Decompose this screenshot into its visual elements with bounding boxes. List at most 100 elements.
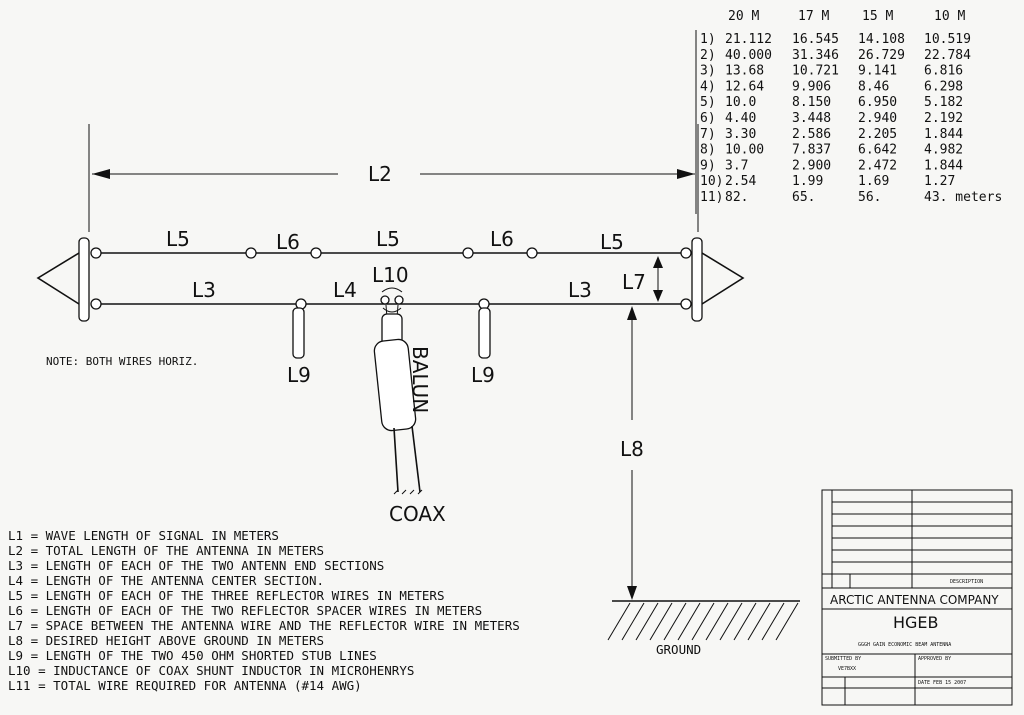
table-header-10m: 10 M — [934, 9, 965, 24]
coax-end-break — [393, 489, 423, 495]
ground-hatch-line — [677, 602, 701, 641]
coax-cable — [411, 425, 421, 493]
reflector-insulator — [526, 247, 538, 259]
table-cell: 3.448 — [792, 111, 831, 126]
label-l5: L5 — [376, 227, 400, 251]
table-cell: 1.844 — [924, 158, 963, 173]
diagram-labels: L5 L6 L5 L6 L5 L3 L4 L10 L3 L7 L9 L9 BAL… — [46, 227, 646, 526]
table-cell: 2.940 — [858, 111, 897, 126]
table-row-number: 10) — [700, 174, 723, 189]
table-cell: 1.69 — [858, 174, 889, 189]
l8-dimension: L8 — [620, 306, 644, 600]
left-end-tie — [36, 252, 80, 305]
table-cell: 21.112 — [725, 32, 772, 47]
feedpoint-insulator — [380, 295, 390, 305]
right-end-tie — [701, 252, 745, 305]
table-row-number: 4) — [700, 79, 716, 94]
table-cell: 12.64 — [725, 79, 764, 94]
reflector-insulator — [245, 247, 257, 259]
table-cell: 8.150 — [792, 95, 831, 110]
submitted-by-label: SUBMITTED BY — [825, 656, 861, 662]
l2-arrowhead-left — [92, 169, 110, 179]
stub-line-left — [292, 307, 305, 359]
table-cell: 43. meters — [924, 190, 1002, 205]
label-l9: L9 — [471, 363, 495, 387]
ground-hatch-line — [705, 602, 729, 641]
table-cell: 9.906 — [792, 79, 831, 94]
drawing-title: HGEB — [893, 613, 939, 632]
table-cell: 82. — [725, 190, 748, 205]
description-label: DESCRIPTION — [950, 579, 983, 585]
table-cell: 1.844 — [924, 127, 963, 142]
label-l3: L3 — [568, 278, 592, 302]
right-spreader — [691, 237, 703, 322]
coax-label: COAX — [389, 502, 446, 526]
label-l5: L5 — [600, 230, 624, 254]
company-name: ARCTIC ANTENNA COMPANY — [830, 593, 999, 607]
ground-hatch-line — [691, 602, 715, 641]
table-row-number: 2) — [700, 48, 716, 63]
table-cell: 6.298 — [924, 79, 963, 94]
legend-line: L7 = SPACE BETWEEN THE ANTENNA WIRE AND … — [8, 618, 520, 633]
legend-line: L9 = LENGTH OF THE TWO 450 OHM SHORTED S… — [8, 648, 377, 663]
table-cell: 2.586 — [792, 127, 831, 142]
ground-hatch-line — [775, 602, 799, 641]
table-row-number: 7) — [700, 127, 716, 142]
legend-line: L1 = WAVE LENGTH OF SIGNAL IN METERS — [8, 528, 279, 543]
table-cell: 16.545 — [792, 32, 839, 47]
drawing-date: DATE FEB 15 2007 — [918, 680, 966, 686]
label-l8: L8 — [620, 437, 644, 461]
table-cell: 40.000 — [725, 48, 772, 63]
balun-label: BALUN — [408, 346, 432, 413]
title-block: DESCRIPTION ARCTIC ANTENNA COMPANY HGEB … — [821, 489, 1013, 706]
table-cell: 22.784 — [924, 48, 971, 63]
table-cell: 4.982 — [924, 143, 963, 158]
label-l7: L7 — [622, 270, 646, 294]
table-row-number: 5) — [700, 95, 716, 110]
reflector-insulator — [680, 247, 692, 259]
label-l4: L4 — [333, 278, 357, 302]
balun-body — [373, 338, 417, 432]
table-row-number: 6) — [700, 111, 716, 126]
label-l6: L6 — [490, 227, 514, 251]
label-l10: L10 — [372, 263, 409, 287]
ground-hatch-line — [607, 602, 631, 641]
ground-hatch-line — [761, 602, 785, 641]
ground-hatch-line — [663, 602, 687, 641]
ground-hatch-line — [649, 602, 673, 641]
table-cell: 10.00 — [725, 143, 764, 158]
ground-label: GROUND — [656, 642, 701, 657]
table-cell: 31.346 — [792, 48, 839, 63]
l2-dimension: L2 — [88, 124, 699, 232]
table-header-15m: 15 M — [862, 9, 893, 24]
legend-line: L3 = LENGTH OF EACH OF THE TWO ANTENN EN… — [8, 558, 384, 573]
label-l6: L6 — [276, 230, 300, 254]
table-cell: 10.519 — [924, 32, 971, 47]
table-cell: 2.472 — [858, 158, 897, 173]
table-cell: 9.141 — [858, 64, 897, 79]
ground-hatch-line — [719, 602, 743, 641]
l7-dimension — [653, 256, 663, 302]
feedpoint-insulator — [394, 295, 404, 305]
table-cell: 65. — [792, 190, 815, 205]
legend-line: L4 = LENGTH OF THE ANTENNA CENTER SECTIO… — [8, 573, 324, 588]
legend-line: L5 = LENGTH OF EACH OF THE THREE REFLECT… — [8, 588, 445, 603]
table-cell: 2.192 — [924, 111, 963, 126]
table-header-20m: 20 M — [728, 9, 759, 24]
table-cell: 14.108 — [858, 32, 905, 47]
l2-arrowhead-right — [677, 169, 695, 179]
ground-hatch-line — [621, 602, 645, 641]
table-cell: 2.205 — [858, 127, 897, 142]
antenna-insulator — [680, 298, 692, 310]
approved-by-label: APPROVED BY — [918, 656, 951, 662]
reflector-insulator — [310, 247, 322, 259]
table-cell: 10.721 — [792, 64, 839, 79]
table-row-number: 11) — [700, 190, 723, 205]
table-cell: 8.46 — [858, 79, 889, 94]
legend-line: L6 = LENGTH OF EACH OF THE TWO REFLECTOR… — [8, 603, 482, 618]
table-row-number: 8) — [700, 143, 716, 158]
